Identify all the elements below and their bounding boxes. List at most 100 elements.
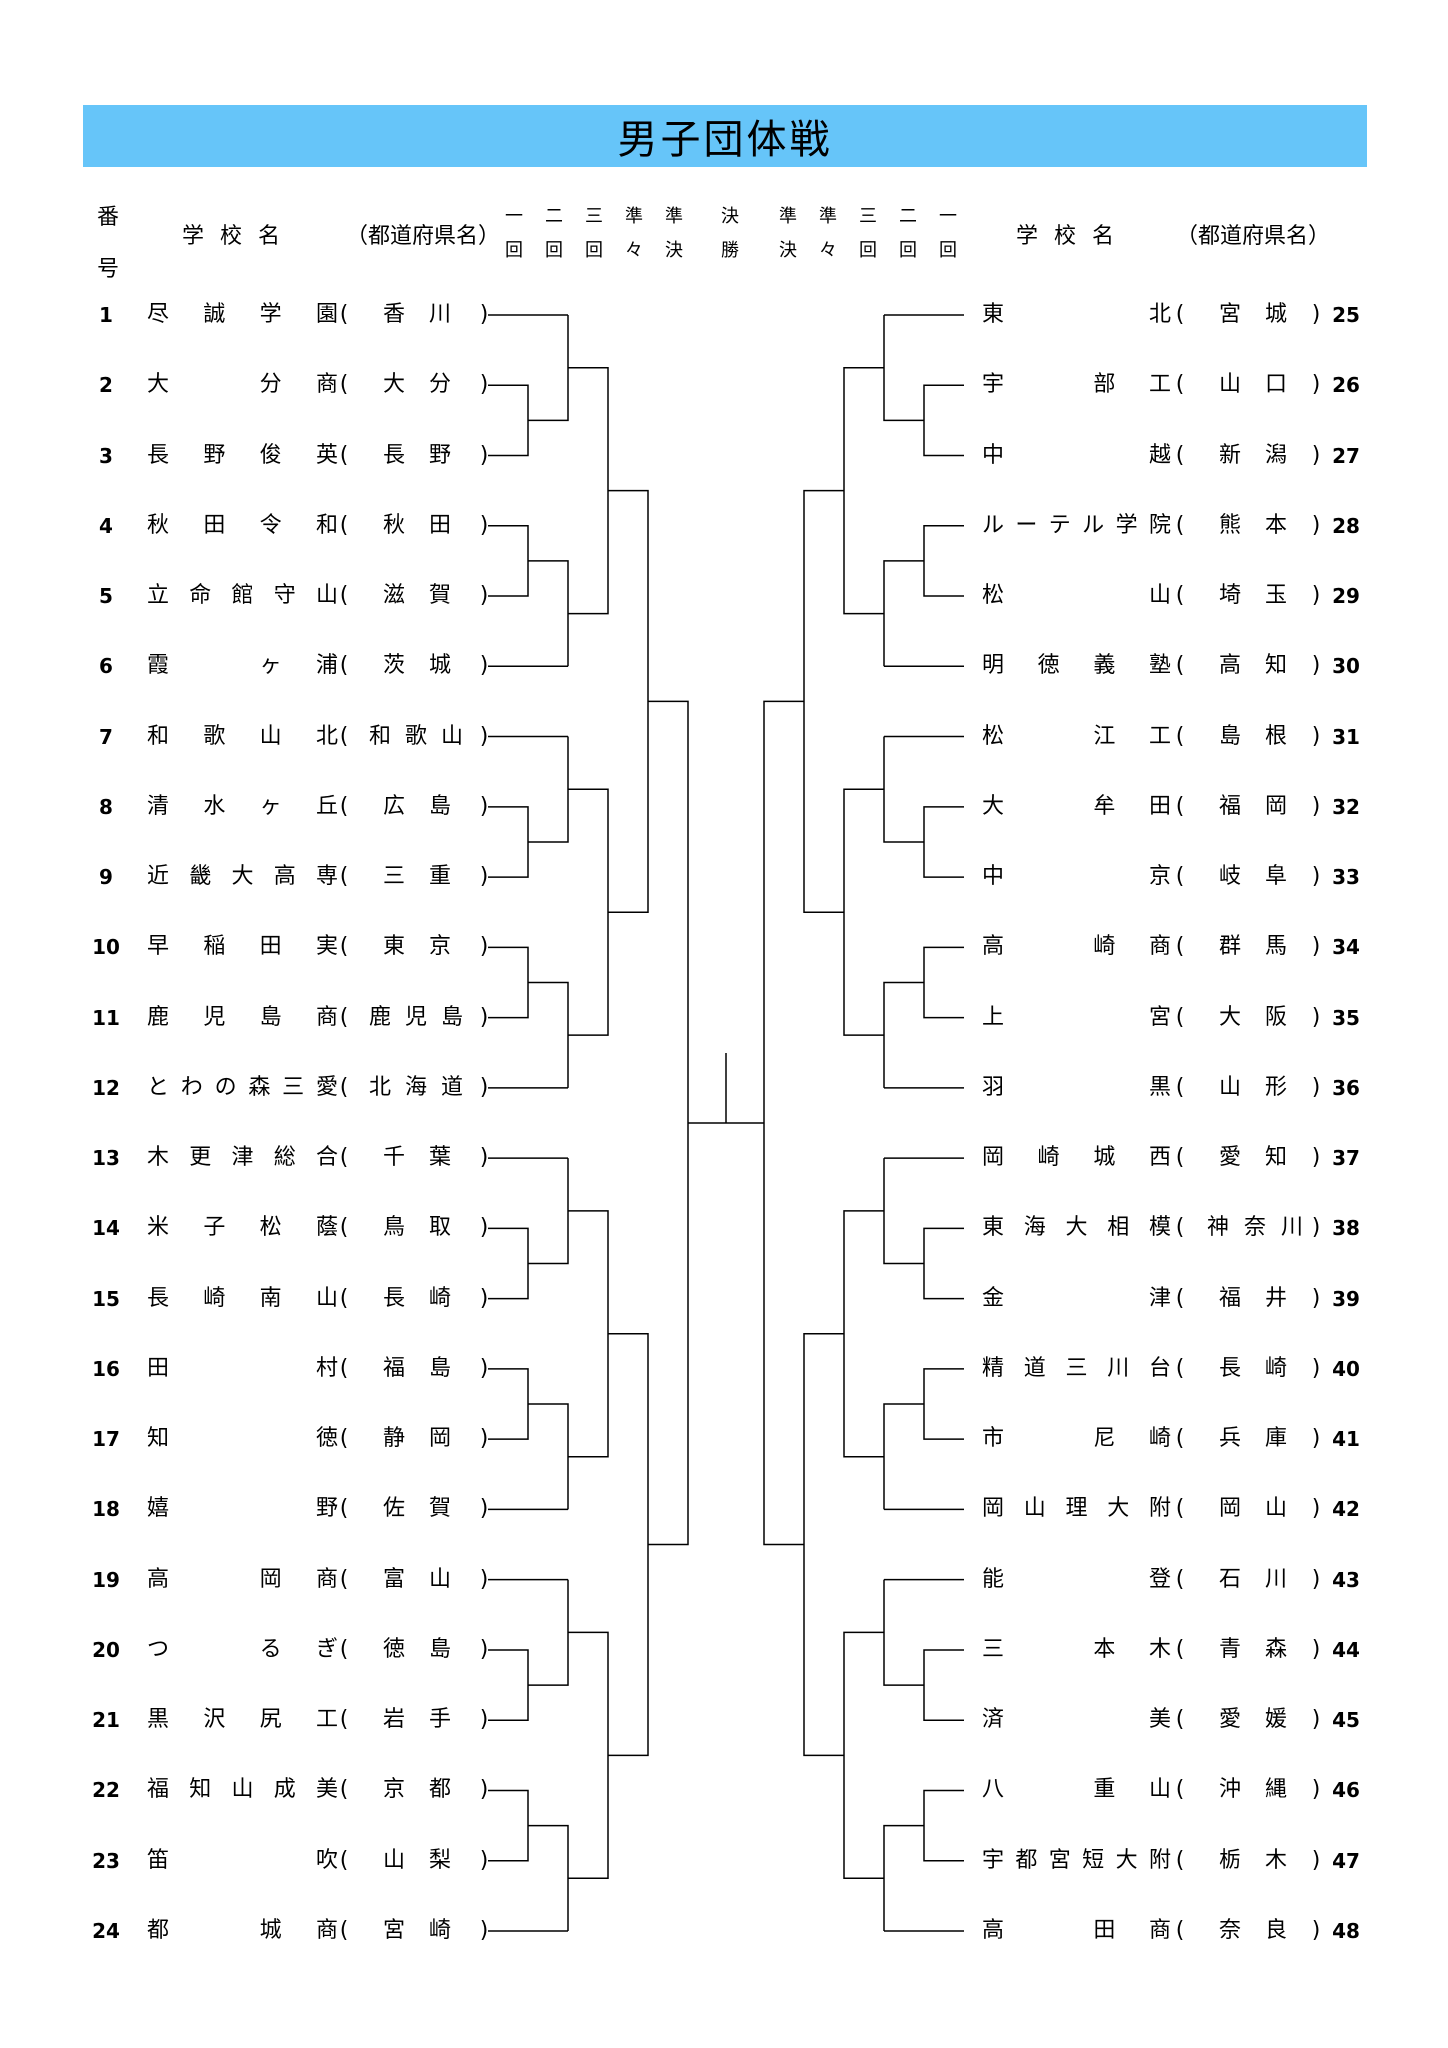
prefecture-char: 木 xyxy=(1264,1847,1287,1873)
team-number: 32 xyxy=(1332,794,1360,819)
school-name-char: 分 xyxy=(259,372,282,398)
school-name-char: 尻 xyxy=(259,1707,282,1733)
bracket-line xyxy=(803,489,844,913)
paren-close: ) xyxy=(1311,1145,1321,1171)
school-column-header-left: 学校名 xyxy=(182,224,297,249)
round-label-right-0: 準決 xyxy=(774,200,802,268)
school-name-char: 和 xyxy=(146,723,169,749)
school-name-char: 崎 xyxy=(1037,1145,1060,1171)
school-name-char: 商 xyxy=(315,1004,338,1030)
prefecture-char: 山 xyxy=(440,723,463,749)
bracket-line xyxy=(843,788,884,1036)
team-number: 46 xyxy=(1332,1778,1360,1803)
paren-open: ( xyxy=(1175,1847,1185,1873)
bracket-line xyxy=(883,981,924,1088)
prefecture-char: 長 xyxy=(382,442,405,468)
school-name-char: 園 xyxy=(315,302,338,327)
round-label-char: 決 xyxy=(721,206,739,227)
prefecture-char: 崎 xyxy=(428,1917,451,1943)
school-name-char: 総 xyxy=(273,1145,296,1171)
round-label-left-2: 三回 xyxy=(580,200,608,268)
bracket-line xyxy=(843,366,884,615)
paren-close: ) xyxy=(1311,1707,1321,1733)
bracket-line xyxy=(488,1649,529,1721)
school-name-char: 山 xyxy=(315,1285,338,1311)
school-name-char: 京 xyxy=(1148,864,1171,890)
round-label-char: 二 xyxy=(899,206,917,227)
team-number: 43 xyxy=(1332,1567,1360,1592)
bracket-line xyxy=(923,384,964,457)
bracket-line xyxy=(568,788,609,1036)
prefecture-char: 海 xyxy=(404,1074,427,1100)
school-name-char: 山 xyxy=(231,1777,254,1803)
team-number: 40 xyxy=(1332,1356,1360,1381)
school-name-char: 宮 xyxy=(1048,1847,1071,1873)
school-name-char: 大 xyxy=(146,372,169,398)
prefecture-char: 城 xyxy=(428,653,451,679)
prefecture-char: 川 xyxy=(1264,1566,1287,1592)
school-name-char: 本 xyxy=(1093,1636,1116,1662)
school-name-char: 道 xyxy=(1023,1355,1046,1381)
paren-close: ) xyxy=(479,1355,489,1381)
team-row: 金津(福井)39 xyxy=(0,1281,1448,1317)
prefecture-char: 茨 xyxy=(382,653,405,679)
prefecture-char: 野 xyxy=(428,442,451,468)
round-label-char: 三 xyxy=(585,206,603,227)
team-number: 35 xyxy=(1332,1005,1360,1030)
prefecture-char: 田 xyxy=(428,512,451,538)
prefecture-char: 形 xyxy=(1264,1074,1287,1100)
prefecture-char: 阜 xyxy=(1264,864,1287,890)
paren-close: ) xyxy=(479,1777,489,1803)
prefecture-char: 川 xyxy=(428,302,451,327)
team-number: 45 xyxy=(1332,1708,1360,1733)
team-number: 21 xyxy=(92,1708,120,1733)
school-name-char: 命 xyxy=(189,583,212,609)
prefecture-char: 縄 xyxy=(1264,1777,1287,1803)
paren-close: ) xyxy=(479,1074,489,1100)
paren-close: ) xyxy=(479,442,489,468)
prefecture-char: 愛 xyxy=(1218,1707,1241,1733)
team-row: 三本木(青森)44 xyxy=(0,1632,1448,1668)
prefecture-char: 森 xyxy=(1264,1636,1287,1662)
bracket-line xyxy=(883,1403,924,1510)
school-name-char: 山 xyxy=(259,723,282,749)
prefecture-char: 沖 xyxy=(1218,1777,1241,1803)
team-row: 上宮(大阪)35 xyxy=(0,1000,1448,1036)
paren-close: ) xyxy=(1311,1355,1321,1381)
school-name-char: 高 xyxy=(146,1566,169,1592)
school-name-char: 長 xyxy=(146,1285,169,1311)
team-row: 能登(石川)43 xyxy=(0,1562,1448,1598)
team-row: 岡山理大附(岡山)42 xyxy=(0,1491,1448,1527)
paren-close: ) xyxy=(1311,512,1321,538)
prefecture-char: 知 xyxy=(1264,653,1287,679)
page-title: 男子団体戦 xyxy=(617,117,833,163)
prefecture-char: 島 xyxy=(428,1636,451,1662)
paren-open: ( xyxy=(1175,1566,1185,1592)
paren-close: ) xyxy=(479,1215,489,1241)
school-name-char: 登 xyxy=(1148,1566,1171,1592)
school-name-char: る xyxy=(259,1636,282,1662)
round-label-char: 回 xyxy=(585,240,603,261)
school-column-header-right: 学校名 xyxy=(1016,224,1131,249)
bracket-line xyxy=(608,1333,649,1757)
school-name-char: 三 xyxy=(981,1636,1004,1662)
school-name-char: 工 xyxy=(1148,723,1171,749)
school-name-char: 崎 xyxy=(1148,1426,1171,1452)
school-name-char: 高 xyxy=(981,1917,1004,1943)
prefecture-char: 本 xyxy=(1264,512,1287,538)
prefecture-char: 福 xyxy=(1218,793,1241,819)
round-label-char: 回 xyxy=(899,240,917,261)
school-name-char: 専 xyxy=(315,864,338,890)
team-number: 42 xyxy=(1332,1497,1360,1522)
team-number: 2 xyxy=(99,373,113,398)
team-row: ルーテル学院(熊本)28 xyxy=(0,508,1448,544)
school-name-char: 商 xyxy=(315,1917,338,1943)
paren-open: ( xyxy=(1175,1917,1185,1943)
round-label-char: 一 xyxy=(505,206,523,227)
paren-close: ) xyxy=(1311,1847,1321,1873)
team-number: 20 xyxy=(92,1637,120,1662)
team-row: 東海大相模(神奈川)38 xyxy=(0,1210,1448,1246)
